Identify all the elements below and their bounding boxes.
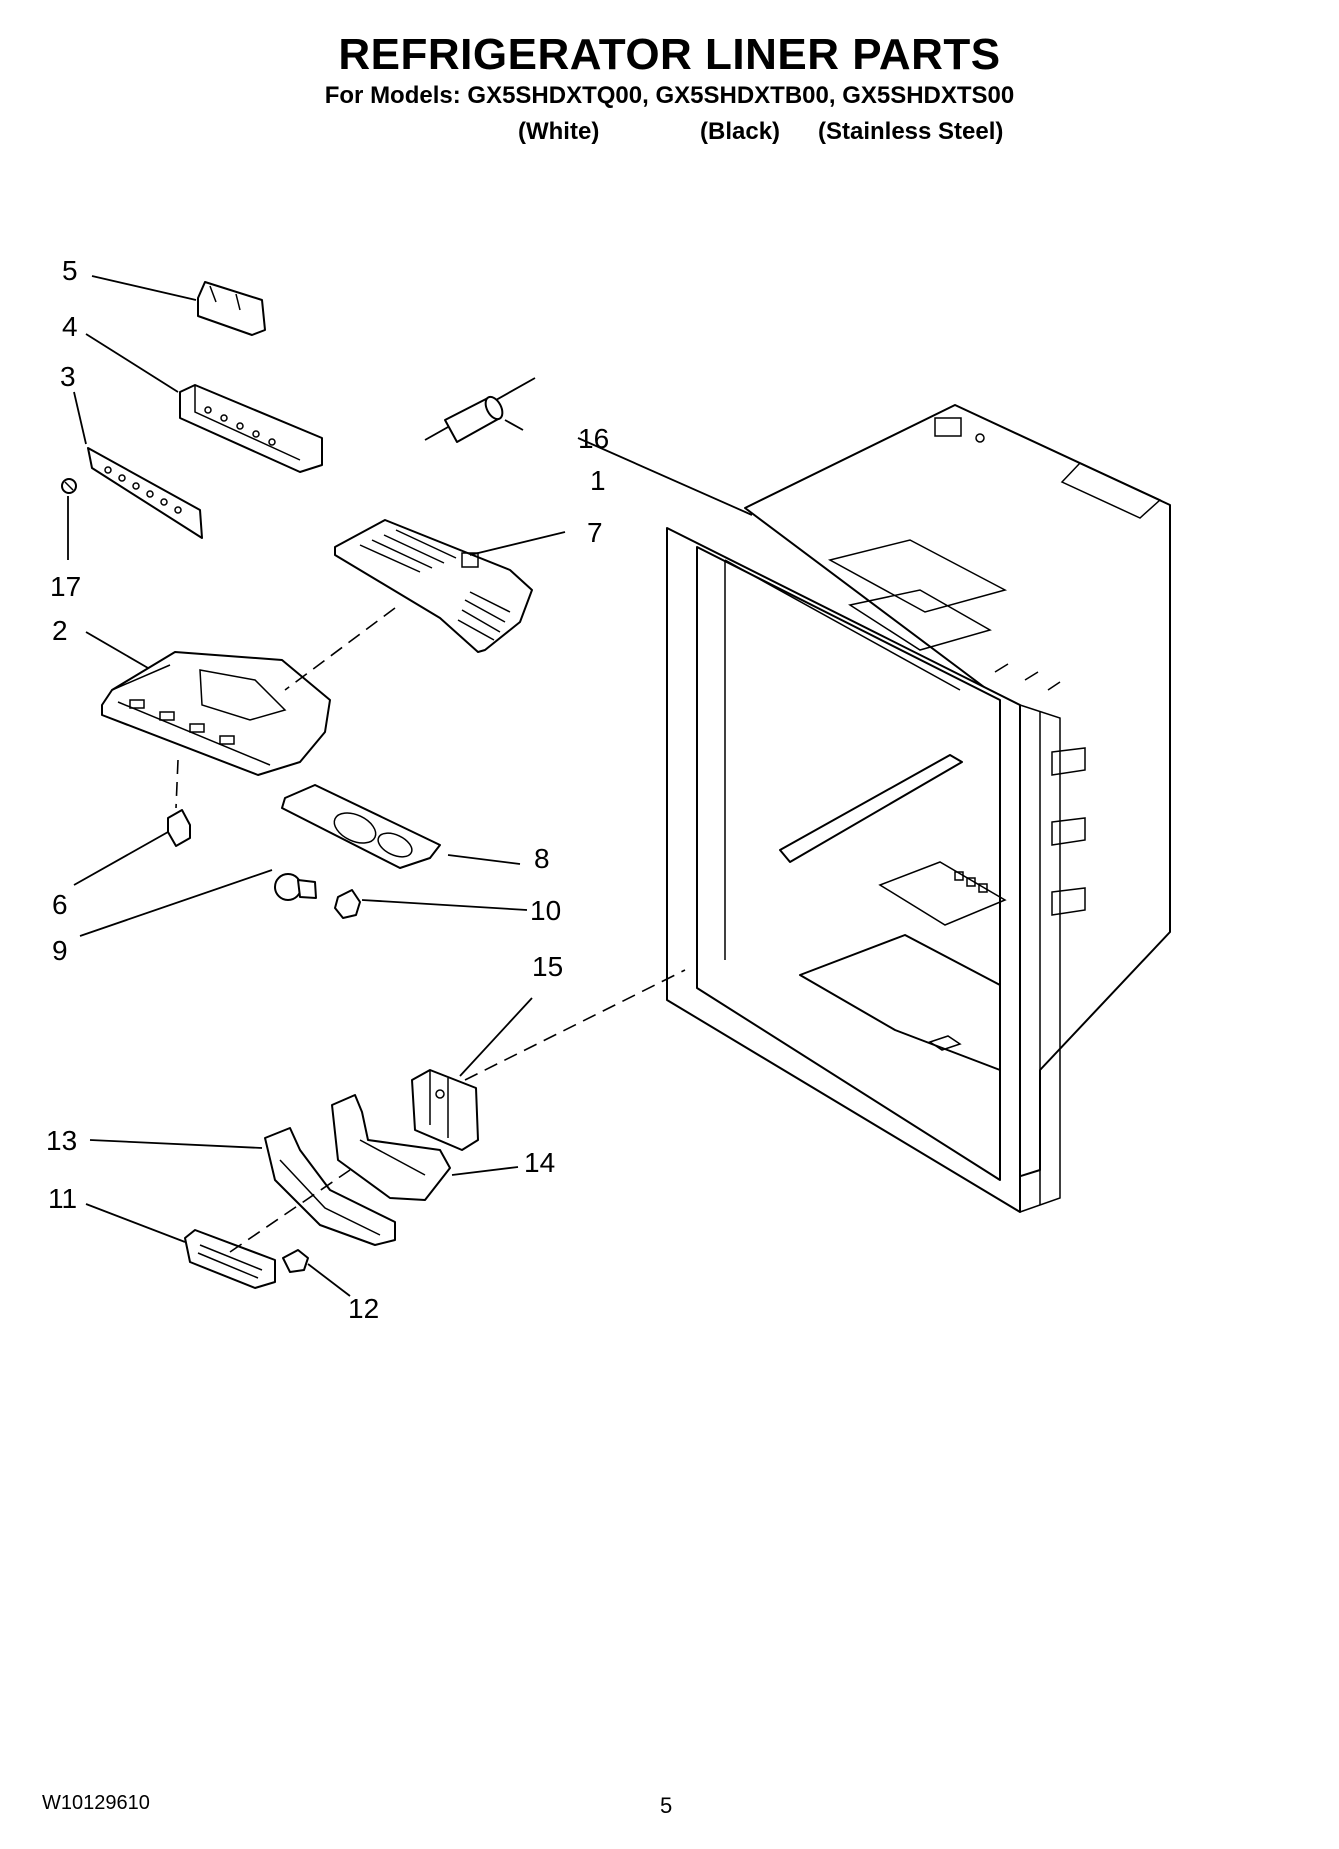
- part-liner: [666, 404, 1171, 1213]
- callout-10: 10: [530, 895, 561, 926]
- part-17-screw: [61, 478, 77, 494]
- callout-8: 8: [534, 843, 550, 874]
- callout-1: 1: [590, 465, 606, 496]
- part-12-screw: [282, 1249, 309, 1273]
- callout-3: 3: [60, 361, 76, 392]
- callout-4: 4: [62, 311, 78, 342]
- callout-16: 16: [578, 423, 609, 454]
- part-16-cylinder: [424, 377, 536, 443]
- callout-11: 11: [48, 1183, 77, 1214]
- part-7-vent-cover: [334, 519, 533, 653]
- part-6-switch: [167, 809, 191, 847]
- callout-2: 2: [52, 615, 68, 646]
- part-8-light-housing: [281, 784, 441, 869]
- callout-9: 9: [52, 935, 68, 966]
- callout-5: 5: [62, 255, 78, 286]
- leader-lines: [67, 275, 753, 1297]
- callout-14: 14: [524, 1147, 555, 1178]
- part-15-sensor: [411, 1069, 479, 1151]
- callout-12: 12: [348, 1293, 379, 1324]
- models-line: For Models: GX5SHDXTQ00, GX5SHDXTB00, GX…: [324, 82, 1015, 109]
- variant-black: (Black): [700, 118, 781, 145]
- part-9-bulb: [274, 873, 317, 901]
- doc-number: W10129610: [42, 1792, 150, 1814]
- variant-white: (White): [518, 118, 600, 145]
- callout-7: 7: [587, 517, 603, 548]
- part-5-bracket: [197, 281, 266, 336]
- callout-13: 13: [46, 1125, 77, 1156]
- part-14-dispenser-bracket: [331, 1094, 451, 1201]
- callout-15: 15: [532, 951, 563, 982]
- part-10-socket: [334, 889, 361, 919]
- part-4-housing: [179, 384, 323, 473]
- assembly-lines: [175, 607, 686, 1253]
- page-title: REFRIGERATOR LINER PARTS: [338, 30, 1001, 79]
- part-11-cover: [184, 1229, 276, 1289]
- callout-6: 6: [52, 889, 68, 920]
- callout-17: 17: [50, 571, 81, 602]
- callout-numbers: 5 4 3 17 2 16 1 7 8 6 9 10 15 13 14 11 1…: [46, 255, 609, 1324]
- variant-stainless: (Stainless Steel): [818, 118, 1004, 145]
- page-number: 5: [660, 1793, 673, 1818]
- part-13-handle: [264, 1127, 396, 1246]
- part-2-control-housing: [101, 651, 331, 776]
- part-3-strip: [87, 447, 203, 539]
- page-header: REFRIGERATOR LINER PARTS For Models: GX5…: [0, 30, 1339, 110]
